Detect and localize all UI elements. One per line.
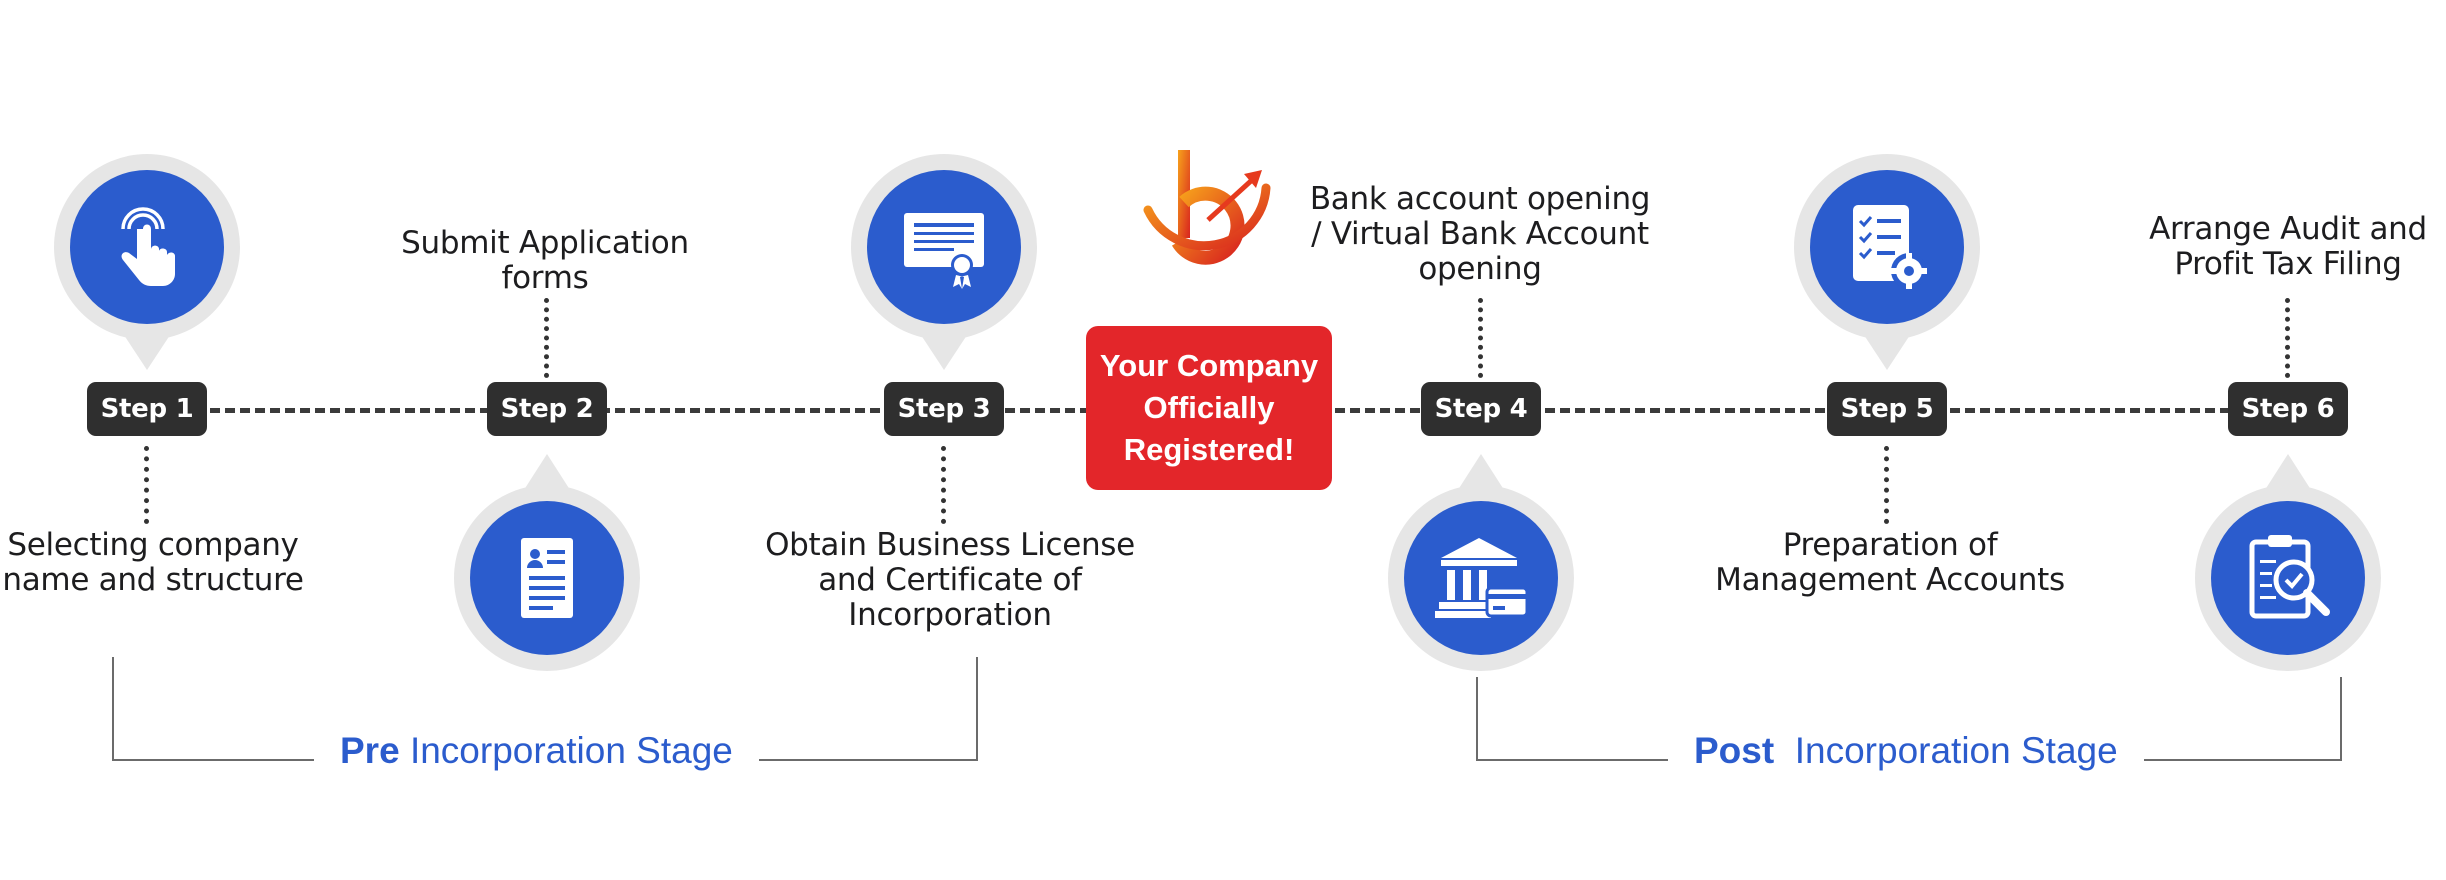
pre-stage-bold: Pre <box>340 730 400 771</box>
step-2-badge: Step 2 <box>487 382 607 436</box>
step-3-connector <box>941 446 946 524</box>
step-5-description: Preparation of Management Accounts <box>1715 527 2065 598</box>
step-5-connector <box>1884 446 1889 524</box>
step-5-pin <box>1792 152 1982 377</box>
checklist-gear-icon <box>1853 205 1927 289</box>
application-form-icon <box>521 538 573 618</box>
step-6-badge: Step 6 <box>2228 382 2348 436</box>
step-1-connector <box>144 446 149 524</box>
post-stage-bold: Post <box>1694 730 1775 771</box>
step-3-badge: Step 3 <box>884 382 1004 436</box>
step-4-pin <box>1386 448 1576 673</box>
step-3-pin <box>849 152 1039 377</box>
post-stage-rest: Incorporation Stage <box>1794 730 2118 771</box>
step-3-description: Obtain Business License and Certificate … <box>765 527 1135 633</box>
pre-stage-rest: Incorporation Stage <box>409 730 733 771</box>
step-1-pin <box>52 152 242 377</box>
step-4-badge: Step 4 <box>1421 382 1541 436</box>
company-registered-banner: Your Company Officially Registered! <box>1086 326 1332 490</box>
hand-touch-icon <box>121 207 175 286</box>
step-6-description: Arrange Audit and Profit Tax Filing <box>2149 211 2427 282</box>
step-2-connector <box>544 298 549 378</box>
audit-clipboard-icon <box>2249 535 2330 619</box>
post-incorporation-stage-label: Post Incorporation Stage <box>1668 730 2144 772</box>
bank-icon <box>1435 538 1529 618</box>
certificate-icon <box>904 213 984 289</box>
step-2-description: Submit Application forms <box>401 225 689 296</box>
step-2-pin <box>452 448 642 673</box>
pre-incorporation-stage-label: Pre Incorporation Stage <box>314 730 759 772</box>
brand-logo-icon <box>1143 150 1271 265</box>
step-1-badge: Step 1 <box>87 382 207 436</box>
step-1-description: Selecting company name and structure <box>2 527 304 598</box>
step-6-pin <box>2193 448 2383 673</box>
step-4-description: Bank account opening / Virtual Bank Acco… <box>1309 181 1651 287</box>
step-4-connector <box>1478 298 1483 378</box>
step-5-badge: Step 5 <box>1827 382 1947 436</box>
step-6-connector <box>2285 298 2290 378</box>
